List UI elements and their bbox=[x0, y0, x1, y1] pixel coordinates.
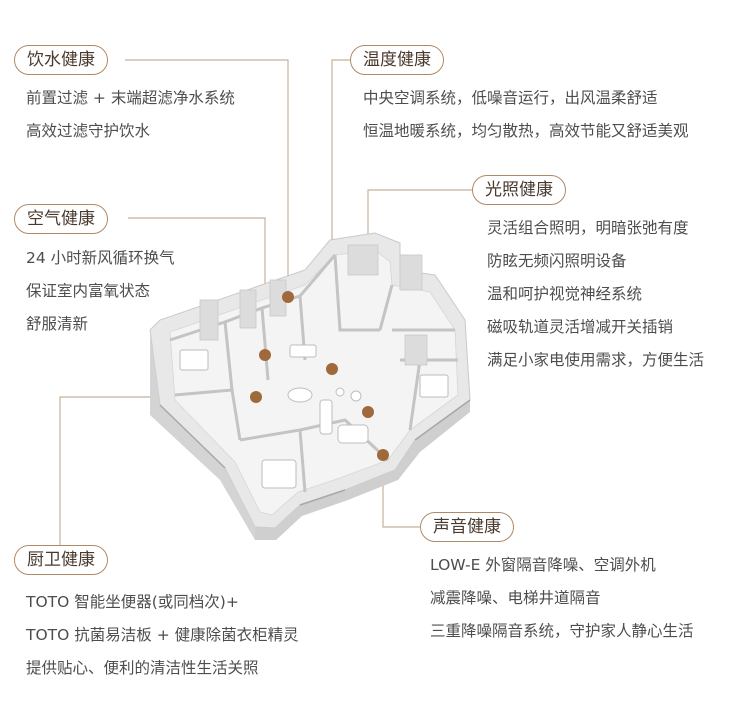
leader-drinking-water bbox=[125, 59, 289, 297]
temperature-title: 温度健康 bbox=[350, 45, 444, 75]
marker-drinking-water bbox=[282, 291, 294, 303]
kitchen-bath-line: TOTO 抗菌易洁板 + 健康除菌衣柜精灵 bbox=[26, 626, 299, 644]
kitchen-bath-line: TOTO 智能坐便器(或同档次)+ bbox=[26, 593, 239, 611]
kitchen-bath-title: 厨卫健康 bbox=[14, 545, 108, 575]
marker-kitchen-bath bbox=[250, 391, 262, 403]
building bbox=[149, 232, 471, 540]
drinking-water-title: 饮水健康 bbox=[14, 45, 108, 75]
sound-title: 声音健康 bbox=[420, 512, 514, 542]
drinking-water-description: 前置过滤 + 末端超滤净水系统 高效过滤守护饮水 bbox=[26, 82, 235, 148]
marker-lighting bbox=[362, 406, 374, 418]
temperature-line: 恒温地暖系统，均匀散热，高效节能又舒适美观 bbox=[363, 122, 689, 140]
marker-air bbox=[259, 349, 271, 361]
drinking-water-line: 高效过滤守护饮水 bbox=[26, 122, 151, 140]
air-title: 空气健康 bbox=[14, 204, 108, 234]
sound-line: 减震降噪、电梯井道隔音 bbox=[430, 589, 601, 607]
lighting-title: 光照健康 bbox=[472, 175, 566, 205]
lighting-line: 防眩无频闪照明设备 bbox=[487, 252, 627, 270]
marker-temperature bbox=[326, 363, 338, 375]
lighting-line: 满足小家电使用需求，方便生活 bbox=[487, 351, 705, 369]
lighting-line: 温和呵护视觉神经系统 bbox=[487, 285, 643, 303]
air-line: 保证室内富氧状态 bbox=[26, 282, 151, 300]
leader-lines bbox=[59, 59, 472, 545]
temperature-line: 中央空调系统，低噪音运行，出风温柔舒适 bbox=[363, 89, 658, 107]
lighting-description: 灵活组合照明，明暗张弛有度 防眩无频闪照明设备 温和呵护视觉神经系统 磁吸轨道灵… bbox=[487, 212, 704, 377]
lighting-line: 磁吸轨道灵活增减开关插销 bbox=[487, 318, 674, 336]
kitchen-bath-line: 提供贴心、便利的清洁性生活关照 bbox=[26, 659, 259, 677]
drinking-water-line: 前置过滤 + 末端超滤净水系统 bbox=[26, 89, 235, 107]
air-description: 24 小时新风循环换气 保证室内富氧状态 舒服清新 bbox=[26, 242, 175, 341]
temperature-description: 中央空调系统，低噪音运行，出风温柔舒适 恒温地暖系统，均匀散热，高效节能又舒适美… bbox=[363, 82, 689, 148]
kitchen-bath-description: TOTO 智能坐便器(或同档次)+ TOTO 抗菌易洁板 + 健康除菌衣柜精灵 … bbox=[26, 586, 299, 685]
air-line: 舒服清新 bbox=[26, 315, 89, 333]
sound-line: LOW-E 外窗隔音降噪、空调外机 bbox=[430, 556, 656, 574]
sound-description: LOW-E 外窗隔音降噪、空调外机 减震降噪、电梯井道隔音 三重降噪隔音系统，守… bbox=[430, 549, 694, 648]
marker-sound bbox=[377, 449, 389, 461]
air-line: 24 小时新风循环换气 bbox=[26, 249, 175, 267]
sound-line: 三重降噪隔音系统，守护家人静心生活 bbox=[430, 622, 694, 640]
lighting-line: 灵活组合照明，明暗张弛有度 bbox=[487, 219, 689, 237]
marker-dots bbox=[250, 291, 389, 461]
